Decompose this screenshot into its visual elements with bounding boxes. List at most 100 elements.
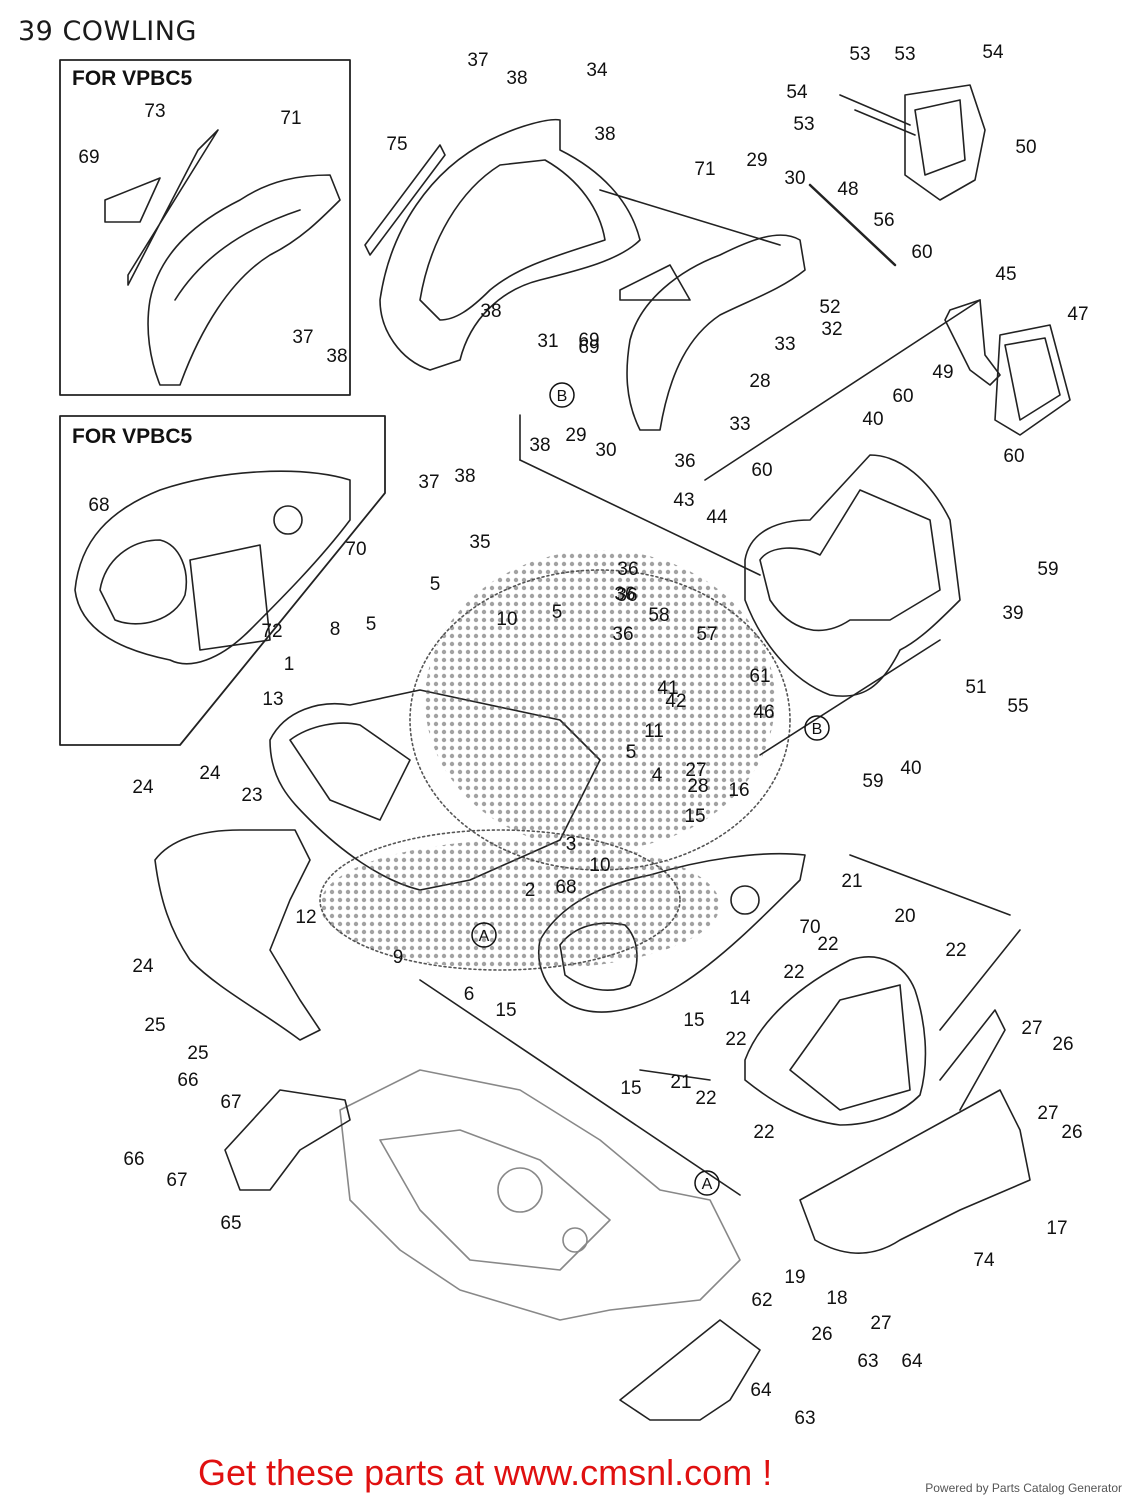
callout-26: 26 <box>1061 1122 1082 1143</box>
callout-74: 74 <box>973 1250 995 1271</box>
callout-56: 56 <box>873 210 894 231</box>
callout-24: 24 <box>132 777 154 798</box>
callout-15: 15 <box>684 806 705 827</box>
callout-63: 63 <box>794 1408 815 1429</box>
callout-25: 25 <box>144 1015 165 1036</box>
callout-42: 42 <box>665 691 686 712</box>
callout-37: 37 <box>467 50 488 71</box>
callout-45: 45 <box>995 264 1016 285</box>
callout-18: 18 <box>826 1288 847 1309</box>
inner-panel-39 <box>744 454 961 697</box>
grille-20 <box>744 956 927 1126</box>
reference-marker-A: A <box>471 922 497 948</box>
callout-69: 69 <box>578 337 599 358</box>
callout-69: 69 <box>78 147 99 168</box>
callout-38: 38 <box>594 124 615 145</box>
callout-38: 38 <box>454 466 475 487</box>
callout-34: 34 <box>586 60 608 81</box>
callout-10: 10 <box>589 855 610 876</box>
callout-68: 68 <box>555 877 576 898</box>
stipple-region-lower <box>320 840 720 970</box>
callout-37: 37 <box>418 472 439 493</box>
callout-75: 75 <box>386 134 407 155</box>
callout-32: 32 <box>821 319 842 340</box>
callout-22: 22 <box>753 1122 774 1143</box>
inset-box-bottom <box>59 415 386 746</box>
callout-54: 54 <box>982 42 1004 63</box>
callout-67: 67 <box>220 1092 241 1113</box>
callout-39: 39 <box>1002 603 1023 624</box>
callout-40: 40 <box>900 758 921 779</box>
callout-21: 21 <box>841 871 862 892</box>
callout-63: 63 <box>857 1351 878 1372</box>
callout-27: 27 <box>1021 1018 1042 1039</box>
callout-15: 15 <box>620 1078 641 1099</box>
callout-65: 65 <box>220 1213 241 1234</box>
callout-22: 22 <box>945 940 966 961</box>
callout-55: 55 <box>1007 696 1028 717</box>
callout-22: 22 <box>695 1088 716 1109</box>
callout-47: 47 <box>1067 304 1088 325</box>
callout-60: 60 <box>911 242 932 263</box>
callout-71: 71 <box>694 159 715 180</box>
callout-5: 5 <box>430 574 441 595</box>
callout-60: 60 <box>1003 446 1024 467</box>
inset-top-part <box>147 174 341 386</box>
callout-48: 48 <box>837 179 858 200</box>
side-cover-28 <box>626 234 806 431</box>
callout-60: 60 <box>892 386 913 407</box>
svg-text:B: B <box>557 388 568 405</box>
callout-54: 54 <box>786 82 808 103</box>
callout-36: 36 <box>612 624 633 645</box>
callout-70: 70 <box>345 539 366 560</box>
callout-20: 20 <box>894 906 915 927</box>
bracket-50 <box>904 84 986 201</box>
callout-58: 58 <box>648 605 669 626</box>
callout-30: 30 <box>595 440 616 461</box>
callout-15: 15 <box>495 1000 516 1021</box>
callout-36: 36 <box>616 585 637 606</box>
callout-9: 9 <box>393 947 404 968</box>
callout-10: 10 <box>496 609 517 630</box>
callout-2: 2 <box>525 880 536 901</box>
callout-66: 66 <box>177 1070 198 1091</box>
inset-bottom-part <box>74 470 351 665</box>
callout-27: 27 <box>685 760 706 781</box>
callout-22: 22 <box>817 934 838 955</box>
callout-40: 40 <box>862 409 883 430</box>
callout-23: 23 <box>241 785 262 806</box>
callout-5: 5 <box>552 602 563 623</box>
callout-57: 57 <box>696 624 717 645</box>
callout-25: 25 <box>187 1043 208 1064</box>
lower-cowl-17 <box>799 1089 1031 1254</box>
callout-60: 60 <box>751 460 772 481</box>
callout-6: 6 <box>464 984 475 1005</box>
callout-36: 36 <box>614 584 635 605</box>
svg-text:A: A <box>702 1176 713 1193</box>
callout-16: 16 <box>728 780 749 801</box>
callout-46: 46 <box>753 702 774 723</box>
reference-marker-B: B <box>549 382 575 408</box>
callout-73: 73 <box>144 101 165 122</box>
callout-59: 59 <box>862 771 883 792</box>
callout-13: 13 <box>262 689 283 710</box>
callout-28: 28 <box>749 371 770 392</box>
callout-66: 66 <box>123 1149 144 1170</box>
callout-72: 72 <box>261 621 282 642</box>
callout-17: 17 <box>1046 1218 1067 1239</box>
callout-53: 53 <box>894 44 915 65</box>
callout-38: 38 <box>506 68 527 89</box>
callout-24: 24 <box>199 763 221 784</box>
callout-19: 19 <box>784 1267 805 1288</box>
callout-52: 52 <box>819 297 840 318</box>
guard-62 <box>619 1319 761 1421</box>
svg-text:A: A <box>479 928 490 945</box>
callout-61: 61 <box>749 666 770 687</box>
promo-link-text[interactable]: Get these parts at www.cmsnl.com ! <box>198 1452 773 1493</box>
callout-27: 27 <box>1037 1103 1058 1124</box>
callout-24: 24 <box>132 956 154 977</box>
callout-29: 29 <box>565 425 586 446</box>
